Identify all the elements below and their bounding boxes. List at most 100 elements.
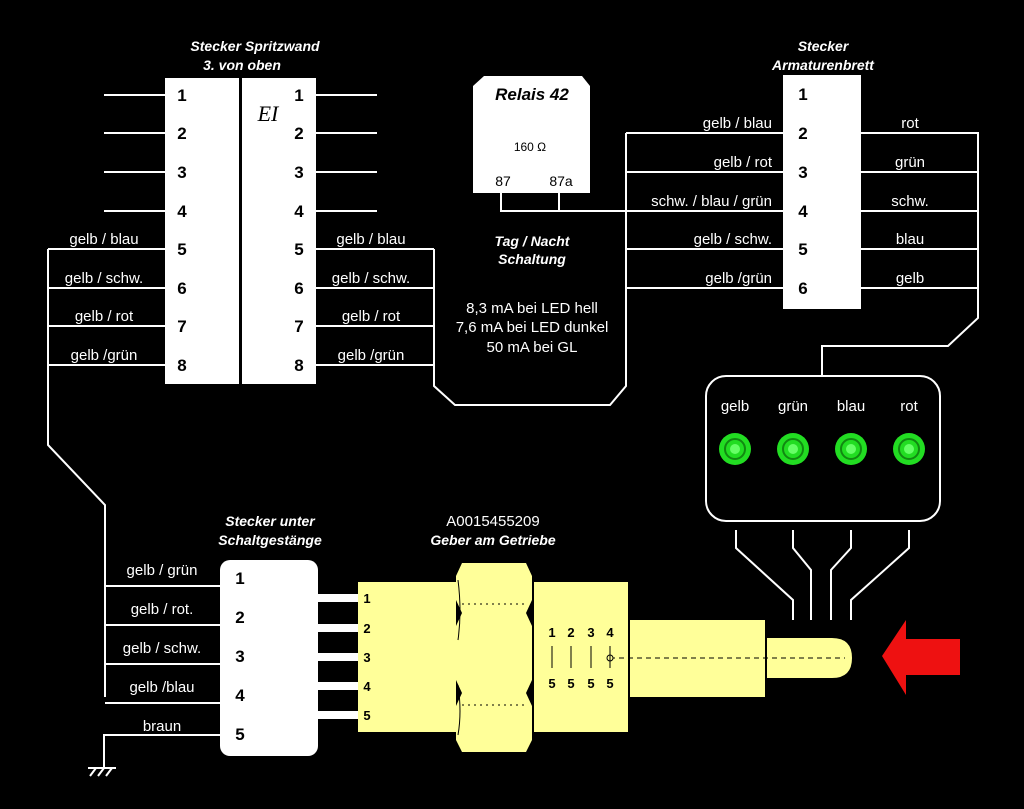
geber-contact-bottom: 5 [606,676,613,691]
led-sensor-wires [735,530,910,620]
armaturenbrett-pin: 2 [798,124,807,143]
schaltgestaenge-wire-label: gelb / rot. [131,601,194,618]
schaltgestaenge-sensor-stubs [318,594,358,719]
direction-arrow-icon [882,620,960,695]
schaltgestaenge-wire-label: braun [143,718,181,735]
relais-resistance: 160 Ω [514,140,546,154]
schaltgestaenge-wire-label: gelb / grün [127,562,198,579]
armaturenbrett-right-wire-labels: rot grün schw. blau gelb [891,115,929,287]
sensor-body [358,563,852,752]
geber-contact-bottom: 5 [587,676,594,691]
schaltgestaenge-subtitle: Schaltgestänge [218,532,322,548]
armaturenbrett-pin: 1 [798,85,807,104]
schaltgestaenge-pin: 1 [235,569,244,588]
led-label: grün [778,398,808,415]
led-panel [705,375,941,522]
led-panel-wire [821,132,979,378]
armaturenbrett-left-wire-label: gelb / schw. [694,231,772,248]
tag-nacht-subtitle: Schaltung [498,251,566,267]
spritzwand-right-pin: 6 [294,279,303,298]
geber-contact-top: 2 [567,625,574,640]
led-ring-icon [898,438,920,460]
sensor-pin-stub [318,594,358,602]
spritzwand-right-wire-label: gelb / blau [336,231,405,248]
spritzwand-connector-left [165,78,239,384]
armaturenbrett-subtitle: Armaturenbrett [771,57,875,73]
led-ring-icon [782,438,804,460]
geber-pin-label: 1 [363,591,370,606]
current-led-hell: 8,3 mA bei LED hell [466,300,598,317]
armaturenbrett-left-wire-label: gelb / rot [714,154,773,171]
schaltgestaenge-pin: 3 [235,647,244,666]
led-core-icon [788,444,798,454]
current-gl: 50 mA bei GL [487,339,578,356]
spritzwand-left-stubs [48,94,165,366]
schaltgestaenge-pin: 5 [235,725,244,744]
ground-icon [88,734,220,777]
spritzwand-right-pin: 2 [294,124,303,143]
geber-pin-label: 5 [363,708,370,723]
armaturenbrett-left-wire-label: schw. / blau / grün [651,193,772,210]
left-bus-wire [47,249,106,697]
relais-pin-87: 87 [495,173,511,189]
spritzwand-subtitle: 3. von oben [203,57,281,73]
spritzwand-connector-right [242,78,316,384]
schaltgestaenge-pin: 2 [235,608,244,627]
armaturenbrett-left-wire-labels: gelb / blau gelb / rot schw. / blau / grün… [651,115,773,287]
sensor-pin-stub [318,653,358,661]
led-core-icon [730,444,740,454]
tag-nacht-title: Tag / Nacht [495,233,571,249]
geber-title: Geber am Getriebe [430,532,555,548]
ei-label: EI [257,101,280,126]
armaturenbrett-right-wire-label: gelb [896,270,924,287]
spritzwand-left-wire-label: gelb / rot [75,308,134,325]
spritzwand-right-wire-label: gelb / rot [342,308,401,325]
spritzwand-left-pin: 6 [177,279,186,298]
armaturenbrett-right-wire-label: grün [895,154,925,171]
spritzwand-right-wire-label: gelb / schw. [332,270,410,287]
geber-pin-label: 4 [363,679,371,694]
led-label: blau [837,398,865,415]
spritzwand-right-pin: 3 [294,163,303,182]
armaturenbrett-pin: 5 [798,240,807,259]
spritzwand-right-pin: 5 [294,240,303,259]
spritzwand-left-pin: 5 [177,240,186,259]
armaturenbrett-right-wire-label: schw. [891,193,929,210]
armaturenbrett-right-wire-label: blau [896,231,924,248]
led-label: gelb [721,398,749,415]
geber-contact-top: 3 [587,625,594,640]
led-core-icon [904,444,914,454]
sensor-pin-stub [318,682,358,690]
armaturenbrett-pin: 6 [798,279,807,298]
armaturenbrett-pin: 3 [798,163,807,182]
spritzwand-right-stubs [316,94,434,366]
spritzwand-left-pin: 7 [177,317,186,336]
geber-contact-top: 1 [548,625,555,640]
armaturenbrett-left-wire-label: gelb / blau [703,115,772,132]
sensor-pin-stub [318,711,358,719]
geber-pin-label: 2 [363,621,370,636]
geber-contact-bottom: 5 [567,676,574,691]
spritzwand-left-pin: 3 [177,163,186,182]
spritzwand-right-pin: 8 [294,356,303,375]
relais-title: Relais 42 [495,85,569,104]
led-ring-icon [724,438,746,460]
spritzwand-left-pin: 2 [177,124,186,143]
armaturenbrett-right-wire-label: rot [901,115,919,132]
spritzwand-right-pin: 4 [294,202,304,221]
spritzwand-left-pin: 8 [177,356,186,375]
armaturenbrett-left-wire-label: gelb /grün [705,270,772,287]
center-bus-wire [433,133,627,406]
spritzwand-title: Stecker Spritzwand [190,38,320,54]
spritzwand-left-pin: 1 [177,86,186,105]
